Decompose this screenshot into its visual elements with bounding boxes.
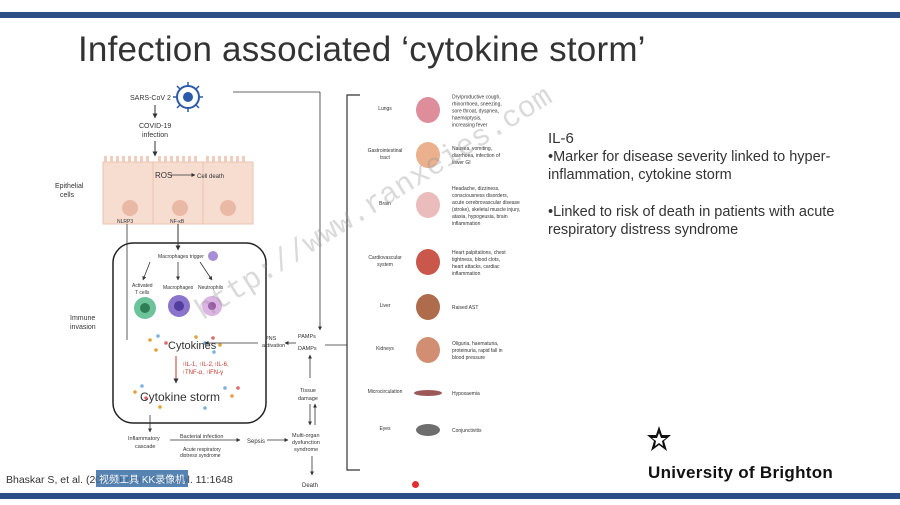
laser-pointer-dot [412, 481, 419, 488]
recorder-tag: 视频工具 KK录像机 [96, 470, 189, 487]
organ-effect-0-3: haemoptysis, [452, 115, 481, 121]
bacterial-label: Bacterial infection [180, 434, 223, 440]
sepsis-label: Sepsis [247, 439, 265, 445]
organ-name-6-0: Microcirculation [368, 389, 403, 395]
inflam-cascade-label: Inflammatory [128, 436, 160, 442]
tissue-label: Tissue [300, 388, 316, 394]
cytokine-list-1: ↑IL-1, ↑IL-2,↑IL-6, [182, 362, 229, 368]
organ-name-4-0: Liver [380, 303, 391, 309]
organ-name-1-1: tract [380, 155, 390, 161]
ards-label-2: distress syndrome [180, 453, 221, 459]
pns-label-2: activation [262, 343, 285, 349]
infection-label: COVID-19 [139, 123, 171, 130]
inflam-cascade-label-2: cascade [135, 444, 156, 450]
epithelial-label: Epithelial [55, 183, 84, 190]
multiorgan-label-3: syndrome [294, 447, 318, 453]
virus-icon [173, 82, 203, 112]
storm-dots [133, 384, 240, 410]
epithelial-cells [102, 156, 254, 225]
immune-invasion-box [112, 242, 267, 424]
epithelial-label-2: cells [60, 192, 75, 199]
immune-label: Immune [70, 315, 95, 322]
il6-bullet-2: •Linked to risk of death in patients wit… [548, 204, 835, 238]
neutrophils-label: Neutrophils [198, 285, 224, 291]
organ-effect-3-2: heart attacks, cardiac [452, 264, 500, 270]
organ-effect-4-0: Raised AST [452, 305, 478, 311]
organ-icon-7 [416, 424, 440, 436]
organ-icon-3 [416, 249, 440, 275]
organ-effect-0-1: rhinorrhoea, sneezing, [452, 101, 502, 107]
organ-effect-1-0: Nausea, vomiting, [452, 146, 492, 152]
organ-effect-1-2: lower GI [452, 160, 471, 166]
organ-effect-5-1: proteinuria, rapid fall in [452, 348, 503, 354]
il6-heading: IL-6 [548, 130, 574, 147]
pamps-label: PAMPs [298, 334, 316, 340]
organ-effect-2-1: consciousness disorders, [452, 193, 508, 199]
trigger-cell-icon [208, 251, 218, 261]
organ-name-3-1: system [377, 262, 393, 268]
macrophage-trigger-label: Macrophages trigger [158, 254, 204, 260]
organ-effect-5-2: blood pressure [452, 355, 485, 361]
nfkb-label: NF-κB [170, 219, 185, 225]
organ-name-5-0: Kidneys [376, 346, 394, 352]
storm-label: Cytokine storm [140, 390, 220, 404]
organ-name-3-0: Cardiovascular [368, 255, 402, 261]
organ-effect-6-0: Hypoxaemia [452, 391, 480, 397]
organ-effect-0-0: Dry/productive cough, [452, 94, 501, 100]
immune-label-2: invasion [70, 324, 96, 331]
organ-effect-2-0: Headache, dizziness, [452, 186, 500, 192]
organ-icon-6 [414, 390, 442, 396]
organ-bracket [346, 94, 360, 471]
activated-t-label: Activated [132, 283, 153, 289]
damps-label: DAMPs [298, 346, 317, 352]
organ-effect-0-2: sore throat, dyspnea, [452, 108, 499, 114]
university-name: University of Brighton [648, 463, 834, 482]
macrophages-label: Macrophages [163, 285, 194, 291]
organ-icon-4 [416, 294, 440, 320]
organ-icon-5 [416, 337, 440, 363]
nlrp3-label: NLRP3 [117, 219, 133, 225]
organ-effect-5-0: Oliguria, haematuria, [452, 341, 498, 347]
organ-icon-0 [416, 97, 440, 123]
cytokine-list-2: ↑TNF-α, ↑IFN-γ [182, 370, 223, 376]
organ-effect-2-2: acute cerebrovascular disease [452, 200, 520, 206]
university-star-logo-icon [647, 426, 671, 451]
organ-effect-3-0: Heart palpitations, chest [452, 250, 506, 256]
organ-icon-1 [416, 142, 440, 168]
organ-icon-2 [416, 192, 440, 218]
cell-death-label: Cell death [197, 174, 224, 180]
cytokines-label: Cytokines [168, 340, 217, 352]
death-label: Death [302, 483, 318, 489]
pns-label: PNS [265, 336, 277, 342]
organ-effect-1-1: diarrhoea, infection of [452, 153, 501, 159]
organ-name-7-0: Eyes [379, 426, 391, 432]
ards-label: Acute respiratory [183, 447, 221, 453]
il6-bullet-1: •Marker for disease severity linked to h… [548, 149, 831, 183]
virus-label: SARS-CoV 2 [130, 95, 171, 102]
tissue-label-2: damage [298, 396, 318, 402]
organ-effect-3-3: inflammation [452, 271, 481, 277]
cytokine-dots [148, 334, 222, 354]
top-accent-bar [0, 12, 900, 18]
organ-name-0-0: Lungs [378, 106, 392, 112]
multiorgan-label-2: dysfunction [292, 440, 320, 446]
organ-name-1-0: Gastrointestinal [368, 148, 403, 154]
organ-effect-3-1: tightness, blood clots, [452, 257, 500, 263]
organ-effect-2-5: inflammation [452, 221, 481, 227]
organ-effect-2-3: (stroke), skeletal muscle injury, [452, 207, 520, 213]
activated-t-label-2: T cells [135, 290, 150, 296]
organ-name-2-0: Brain [379, 201, 391, 207]
slide-title: Infection associated ‘cytokine storm’ [78, 30, 646, 69]
organ-list: Lungs Dry/productive cough,rhinorrhoea, s… [368, 94, 520, 436]
multiorgan-label: Multi-organ [292, 433, 320, 439]
organ-effect-0-4: increasing fever [452, 122, 488, 128]
organ-effect-7-0: Conjunctivitis [452, 428, 482, 434]
ros-label: ROS [155, 171, 172, 180]
organ-effect-2-4: ataxia, hypogeusia, brain [452, 214, 508, 220]
bottom-accent-bar [0, 493, 900, 499]
infection-label-2: infection [142, 132, 168, 139]
